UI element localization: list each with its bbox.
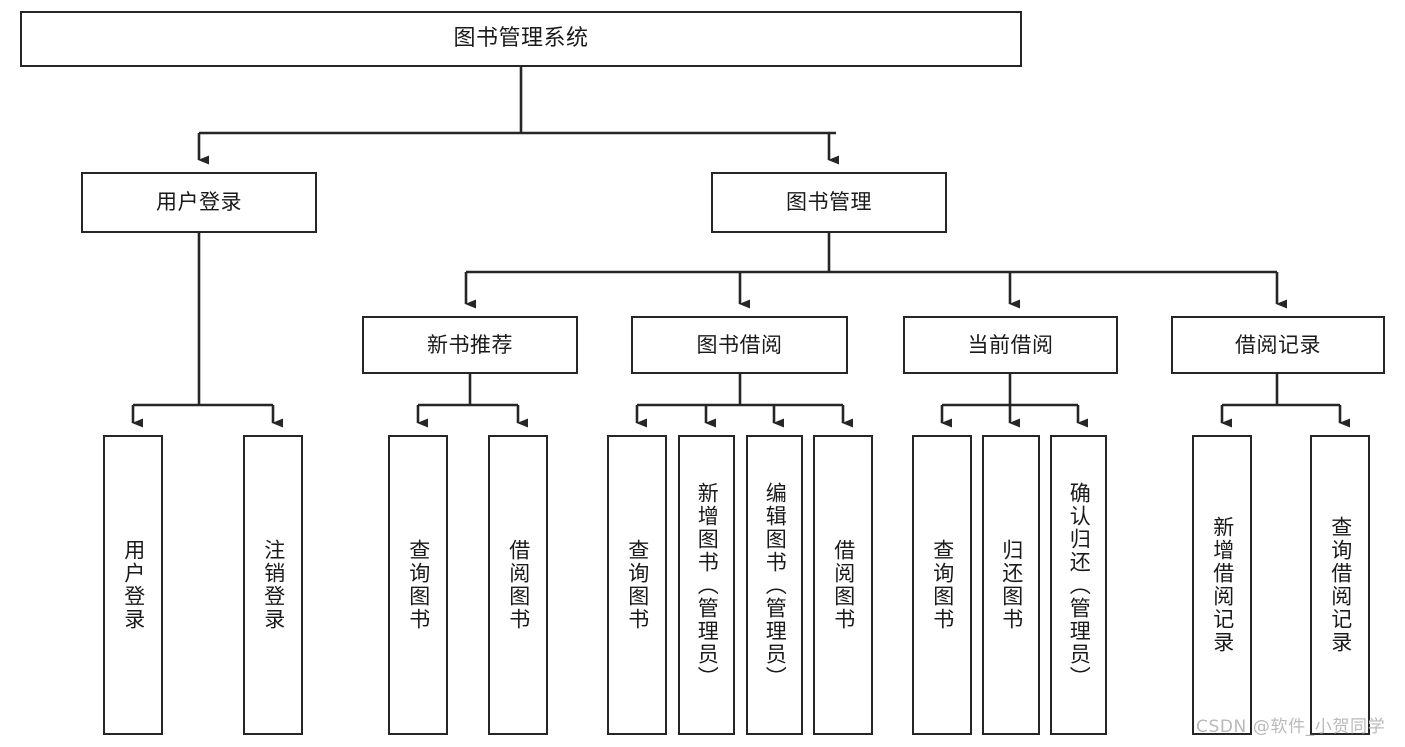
- node-book-management[interactable]: 图书管理: [711, 172, 947, 233]
- node-leaf-confirm-return-admin-label: 确认归还（管理员）: [1067, 481, 1092, 689]
- node-leaf-user-login-label: 用户登录: [121, 539, 146, 631]
- node-book-borrowing-label: 图书借阅: [696, 332, 783, 357]
- node-user-login[interactable]: 用户登录: [81, 172, 317, 233]
- node-leaf-add-borrow-record[interactable]: 新增借阅记录: [1192, 435, 1252, 735]
- node-leaf-newbook-borrow-book-label: 借阅图书: [506, 539, 531, 631]
- node-borrowing-record[interactable]: 借阅记录: [1171, 316, 1385, 374]
- node-new-book-recommendation[interactable]: 新书推荐: [362, 316, 578, 374]
- node-leaf-borrowbook-query-book-label: 查询图书: [625, 539, 650, 631]
- node-book-borrowing[interactable]: 图书借阅: [631, 316, 848, 374]
- node-new-book-recommendation-label: 新书推荐: [427, 332, 513, 357]
- node-borrowing-record-label: 借阅记录: [1235, 332, 1321, 357]
- node-leaf-add-book-admin[interactable]: 新增图书（管理员）: [678, 435, 735, 735]
- node-current-borrowing-label: 当前借阅: [967, 332, 1054, 357]
- node-leaf-confirm-return-admin[interactable]: 确认归还（管理员）: [1050, 435, 1107, 735]
- node-leaf-edit-book-admin[interactable]: 编辑图书（管理员）: [746, 435, 803, 735]
- node-leaf-newbook-borrow-book[interactable]: 借阅图书: [488, 435, 548, 735]
- node-leaf-logout-label: 注销登录: [261, 539, 286, 631]
- node-leaf-edit-book-admin-label: 编辑图书（管理员）: [763, 481, 788, 689]
- node-leaf-add-book-admin-label: 新增图书（管理员）: [695, 481, 720, 689]
- node-leaf-user-login[interactable]: 用户登录: [103, 435, 163, 735]
- node-leaf-query-borrow-record-label: 查询借阅记录: [1328, 516, 1353, 654]
- node-leaf-current-query-book[interactable]: 查询图书: [912, 435, 972, 735]
- node-leaf-current-query-book-label: 查询图书: [930, 539, 955, 631]
- node-leaf-newbook-query-book-label: 查询图书: [406, 539, 431, 631]
- node-book-management-label: 图书管理: [786, 190, 872, 215]
- node-user-login-label: 用户登录: [156, 190, 242, 215]
- node-leaf-query-borrow-record[interactable]: 查询借阅记录: [1310, 435, 1370, 735]
- node-leaf-newbook-query-book[interactable]: 查询图书: [388, 435, 448, 735]
- csdn-watermark: CSDN @软件_小贺同学: [1196, 717, 1386, 737]
- node-leaf-borrowbook-borrow-book-label: 借阅图书: [831, 539, 856, 631]
- node-leaf-return-book[interactable]: 归还图书: [982, 435, 1040, 735]
- node-leaf-logout[interactable]: 注销登录: [243, 435, 303, 735]
- node-leaf-return-book-label: 归还图书: [999, 539, 1024, 631]
- node-root-book-management-system[interactable]: 图书管理系统: [20, 11, 1022, 67]
- node-root-label: 图书管理系统: [453, 26, 589, 52]
- node-leaf-borrowbook-query-book[interactable]: 查询图书: [607, 435, 667, 735]
- node-leaf-borrowbook-borrow-book[interactable]: 借阅图书: [813, 435, 873, 735]
- node-leaf-add-borrow-record-label: 新增借阅记录: [1210, 516, 1235, 654]
- node-current-borrowing[interactable]: 当前借阅: [903, 316, 1118, 374]
